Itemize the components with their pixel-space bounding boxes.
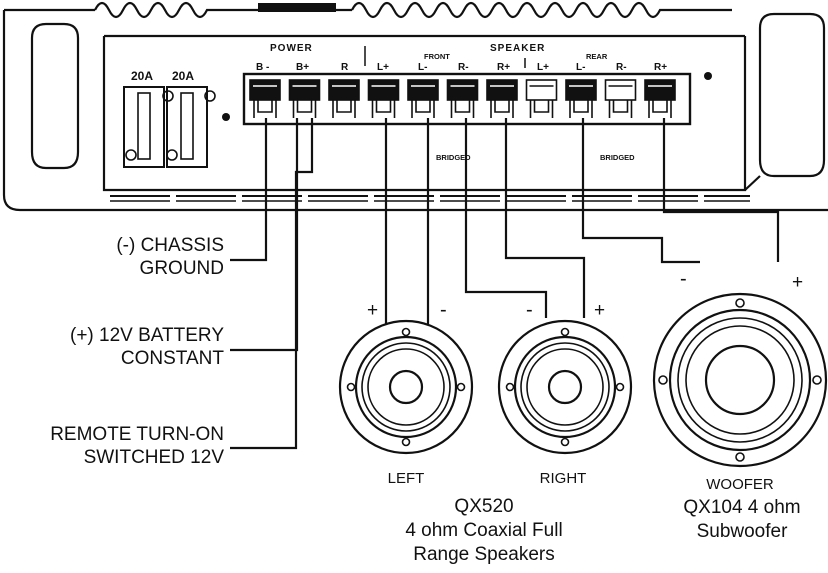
terminal-screw xyxy=(328,79,360,118)
ground-label-1: (-) CHASSIS xyxy=(116,235,224,256)
coax-model: QX520 xyxy=(454,496,513,517)
battery-label-1: (+) 12V BATTERY xyxy=(70,325,224,346)
left-plus-sign: + xyxy=(367,300,378,321)
amplifier-chassis xyxy=(2,1,828,212)
left-speaker: + - LEFT xyxy=(338,299,474,487)
fuse-label-1: 20A xyxy=(131,69,153,83)
terminal-screw xyxy=(525,79,558,118)
battery-wire xyxy=(230,118,299,352)
terminal-label: L- xyxy=(418,62,427,73)
terminal-screw xyxy=(446,79,479,118)
remote-label-2: SWITCHED 12V xyxy=(84,447,225,468)
fuse-2 xyxy=(166,86,208,168)
mount-screw xyxy=(222,113,230,121)
terminal-screw xyxy=(486,79,518,118)
fuse-1 xyxy=(123,86,165,168)
fuse-block: 20A 20A xyxy=(123,69,712,168)
woofer-plus-wire xyxy=(662,118,780,262)
woofer: - + WOOFER xyxy=(652,268,828,493)
terminal-label: R- xyxy=(458,62,469,73)
sub-model: QX104 4 ohm xyxy=(683,497,800,518)
terminal-screw xyxy=(249,79,281,118)
woofer-minus-wire xyxy=(581,118,700,264)
fuse-screw xyxy=(166,149,178,161)
right-plus-wire xyxy=(504,118,586,318)
terminal-label: R xyxy=(341,62,349,73)
terminal-label: R+ xyxy=(497,62,510,73)
terminal-screw xyxy=(565,79,597,118)
front-group-label: FRONT xyxy=(424,52,450,61)
terminal-screw xyxy=(288,79,321,118)
terminal-screw xyxy=(367,79,400,118)
fuse-label-2: 20A xyxy=(172,69,194,83)
woofer-minus-sign: - xyxy=(680,268,687,290)
woofer-dustcap xyxy=(704,344,776,416)
model-captions: QX520 4 ohm Coaxial Full Range Speakers … xyxy=(405,496,800,565)
bridged-rear-label: BRIDGED xyxy=(600,153,635,162)
coax-desc-2: Range Speakers xyxy=(413,544,555,565)
bridged-front-label: BRIDGED xyxy=(436,153,471,162)
heatsink-fins-right xyxy=(351,1,732,19)
remote-wire xyxy=(230,118,314,450)
speaker-group-label: SPEAKER xyxy=(490,43,545,54)
terminal-label: R- xyxy=(616,62,627,73)
woofer-plus-sign: + xyxy=(792,272,803,293)
power-group-label: POWER xyxy=(270,43,313,54)
woofer-label: WOOFER xyxy=(706,476,774,493)
terminal-screw xyxy=(604,79,637,118)
ground-label-2: GROUND xyxy=(140,258,224,279)
left-speaker-label: LEFT xyxy=(388,470,425,487)
wiring-labels: (-) CHASSIS GROUND (+) 12V BATTERY CONST… xyxy=(50,235,224,468)
coax-desc-1: 4 ohm Coaxial Full xyxy=(405,520,562,541)
left-minus-sign: - xyxy=(440,299,447,321)
chassis-outer-left xyxy=(2,10,828,212)
terminal-label: L- xyxy=(576,62,585,73)
terminal-screw xyxy=(644,79,676,118)
heatsink-fins-left xyxy=(94,1,220,19)
mount-screw xyxy=(704,72,712,80)
right-minus-sign: - xyxy=(526,299,533,321)
terminal-screw xyxy=(407,79,439,118)
mounting-slot-left xyxy=(30,22,80,170)
tweeter-dome xyxy=(547,369,583,405)
right-speaker-label: RIGHT xyxy=(540,470,587,487)
terminal-label: R+ xyxy=(654,62,667,73)
terminal-label: B - xyxy=(256,62,269,73)
wires xyxy=(230,118,780,450)
right-minus-wire xyxy=(464,118,548,318)
right-plus-sign: + xyxy=(594,300,605,321)
chassis-inner xyxy=(102,36,747,192)
remote-label-1: REMOTE TURN-ON xyxy=(50,424,224,445)
fuse-screw xyxy=(125,149,137,161)
terminal-label: L+ xyxy=(377,62,389,73)
terminal-label: L+ xyxy=(537,62,549,73)
fuse-screw xyxy=(162,90,174,102)
ground-wire xyxy=(230,118,268,262)
right-speaker: - + RIGHT xyxy=(497,299,633,487)
terminal-label: B+ xyxy=(296,62,309,73)
battery-label-2: CONSTANT xyxy=(121,348,224,369)
top-bar xyxy=(258,3,336,12)
tweeter-dome xyxy=(388,369,424,405)
fuse-screw xyxy=(204,90,216,102)
mounting-slot-right xyxy=(758,12,826,178)
sub-desc: Subwoofer xyxy=(697,521,789,542)
rear-group-label: REAR xyxy=(586,52,608,61)
